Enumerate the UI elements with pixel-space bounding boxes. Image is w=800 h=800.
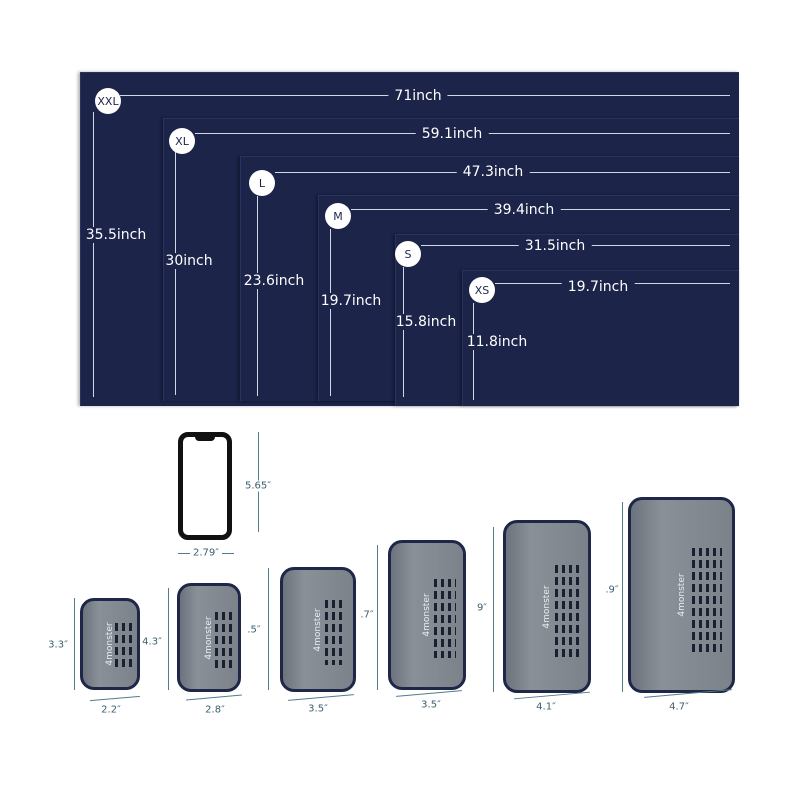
height-line-m (330, 229, 331, 396)
case-height-label: 4.3″ (142, 636, 162, 648)
case-height-label: 9″ (476, 602, 488, 614)
case-vents (214, 611, 233, 669)
height-line-xl (175, 152, 176, 395)
case-height-label: .5″ (247, 624, 261, 636)
width-label-m: 39.4inch (487, 202, 561, 218)
phone-notch (195, 436, 215, 441)
brand-logo: 4monster (676, 573, 687, 617)
size-badge-m: M (325, 203, 351, 229)
case-width-line (90, 695, 140, 702)
height-line-l (257, 196, 258, 396)
case-m: 4monster (280, 567, 356, 692)
size-badge-xl: XL (169, 128, 195, 154)
height-label-s: 15.8inch (395, 314, 457, 330)
size-badge-xxl: XXL (95, 88, 121, 114)
case-height-line (268, 568, 269, 690)
size-badge-s: S (395, 241, 421, 267)
height-label-l: 23.6inch (243, 273, 305, 289)
case-height-line (493, 527, 494, 692)
brand-logo: 4monster (542, 584, 552, 629)
phone-height-label: 5.65″ (244, 480, 272, 492)
width-label-xxl: 71inch (388, 88, 448, 104)
width-label-s: 31.5inch (518, 238, 592, 254)
case-height-label: .7″ (360, 609, 374, 621)
case-width-line (288, 694, 354, 701)
case-width-label: 4.1″ (536, 701, 556, 713)
phone-reference (178, 432, 232, 540)
case-width-line (396, 690, 462, 697)
case-xs: 4monster (80, 598, 140, 690)
width-label-xl: 59.1inch (415, 126, 489, 142)
case-height-label: 3.3″ (48, 639, 68, 651)
brand-logo: 4monster (105, 622, 115, 666)
size-badge-xs: XS (469, 277, 495, 303)
case-vents (434, 579, 456, 659)
width-label-xs: 19.7inch (561, 279, 635, 295)
case-height-line (377, 545, 378, 690)
width-label-l: 47.3inch (456, 164, 530, 180)
height-label-xs: 11.8inch (466, 334, 528, 350)
case-xl: 4monster (503, 520, 591, 693)
case-vents (555, 564, 580, 657)
height-label-xl: 30inch (165, 253, 213, 269)
height-line-xxl (93, 112, 94, 397)
case-width-label: 2.8″ (205, 704, 225, 716)
case-vents (325, 599, 346, 666)
height-line-xs (473, 303, 474, 400)
size-badge-l: L (249, 170, 275, 196)
height-label-xxl: 35.5inch (85, 227, 147, 243)
brand-logo: 4monster (422, 593, 432, 637)
phone-width-label: 2.79″ (189, 547, 223, 559)
case-width-label: 2.2″ (101, 704, 121, 716)
brand-logo: 4monster (313, 607, 323, 652)
brand-logo: 4monster (204, 615, 214, 660)
case-width-label: 4.7″ (669, 701, 689, 713)
case-width-label: 3.5″ (421, 699, 441, 711)
height-line-s (403, 267, 404, 397)
case-height-line (622, 502, 623, 692)
case-s: 4monster (177, 583, 241, 692)
case-vents (691, 547, 722, 652)
case-l: 4monster (388, 540, 466, 690)
case-width-line (186, 694, 242, 701)
case-height-line (168, 588, 169, 690)
case-height-label: .9″ (605, 584, 619, 596)
case-vents (115, 622, 132, 670)
height-label-m: 19.7inch (320, 293, 382, 309)
case-xxl: 4monster (628, 497, 735, 693)
case-height-line (74, 598, 75, 690)
case-width-label: 3.5″ (308, 703, 328, 715)
